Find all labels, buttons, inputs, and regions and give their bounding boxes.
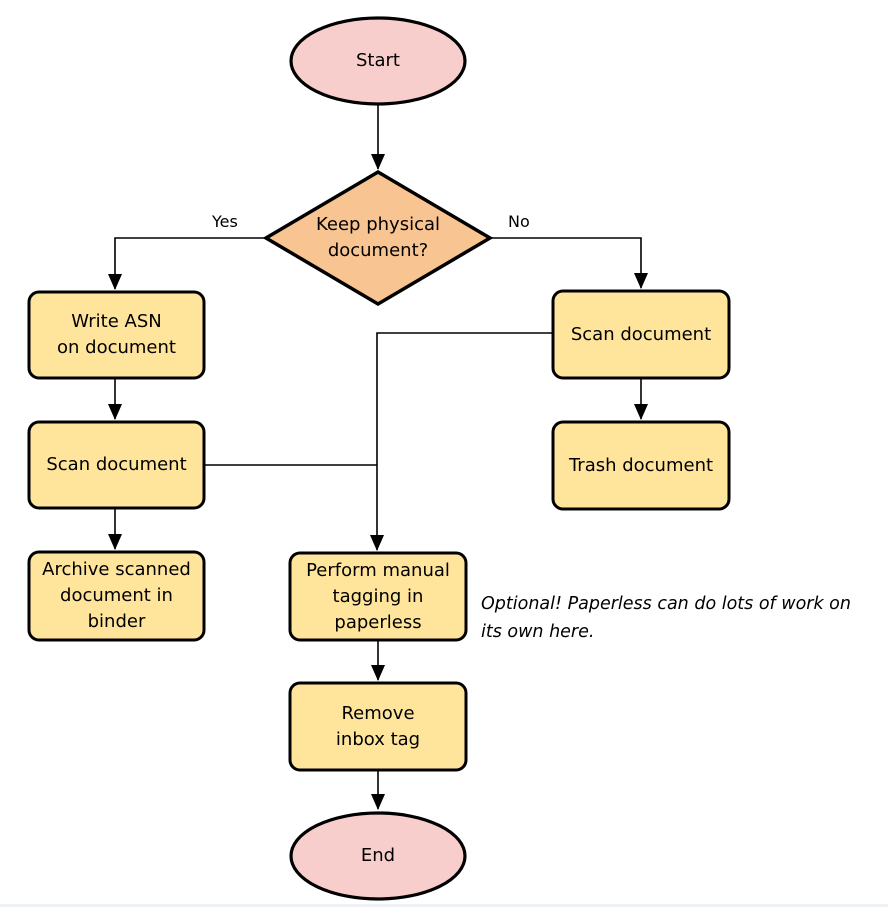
edge-label-yes: Yes bbox=[212, 212, 238, 231]
write-asn-node-shape bbox=[27, 290, 206, 380]
archive-node-shape bbox=[27, 550, 206, 642]
trash-node-shape bbox=[551, 420, 731, 511]
scan-left-node-shape bbox=[27, 420, 206, 510]
start-node-shape bbox=[289, 16, 467, 106]
edge-decision-yes bbox=[108, 237, 266, 290]
remove-inbox-node-shape bbox=[288, 681, 468, 772]
edge-label-no: No bbox=[508, 212, 530, 231]
optional-note: Optional! Paperless can do lots of work … bbox=[481, 594, 851, 642]
decision-node-shape bbox=[262, 169, 494, 307]
edge-scanright-to-tagging bbox=[370, 332, 553, 551]
scan-right-node-shape bbox=[551, 289, 731, 380]
edge-decision-no bbox=[490, 237, 648, 289]
end-node-shape bbox=[289, 811, 467, 901]
perform-tagging-node-shape bbox=[288, 551, 468, 642]
page-bottom-rule bbox=[0, 904, 888, 907]
